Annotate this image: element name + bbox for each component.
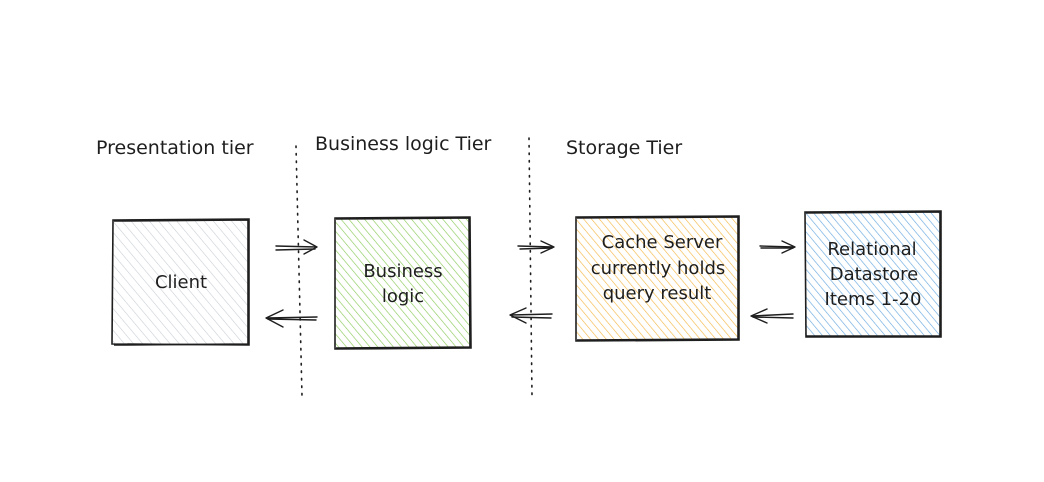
arrow-business-to-client (265, 309, 318, 328)
client-label: Client (155, 272, 207, 293)
business-box-fill (335, 218, 470, 348)
arrow-cache-to-datastore (759, 240, 796, 254)
cache-label-line-3: query result (603, 283, 712, 304)
cache-label-line-1: Cache Server (602, 232, 723, 253)
arrow-cache-to-business (509, 307, 553, 324)
cache-box-fill (576, 217, 739, 340)
cache-label-line-2: currently holds (591, 258, 726, 279)
business-logic-box: Business logic (334, 216, 472, 350)
cache-server-box: Cache Server currently holds query resul… (575, 215, 740, 342)
tier-divider-right (528, 137, 533, 397)
datastore-box: Relational Datastore Items 1-20 (804, 210, 942, 338)
arrow-client-to-business (275, 239, 318, 255)
datastore-box-fill (805, 212, 941, 337)
datastore-label-line-1: Relational (827, 239, 916, 260)
tier-divider-left (295, 145, 303, 397)
datastore-label-line-3: Items 1-20 (825, 289, 922, 310)
datastore-label-line-2: Datastore (830, 264, 919, 285)
business-label-line-2: logic (382, 286, 424, 307)
client-box: Client (111, 218, 250, 346)
storage-tier-label: Storage Tier (566, 137, 682, 159)
business-tier-label: Business logic Tier (315, 133, 492, 155)
presentation-tier-label: Presentation tier (96, 137, 254, 159)
arrow-business-to-cache (517, 240, 555, 254)
arrow-datastore-to-cache (750, 308, 794, 324)
business-label-line-1: Business (363, 261, 442, 282)
client-box-fill (113, 220, 249, 345)
